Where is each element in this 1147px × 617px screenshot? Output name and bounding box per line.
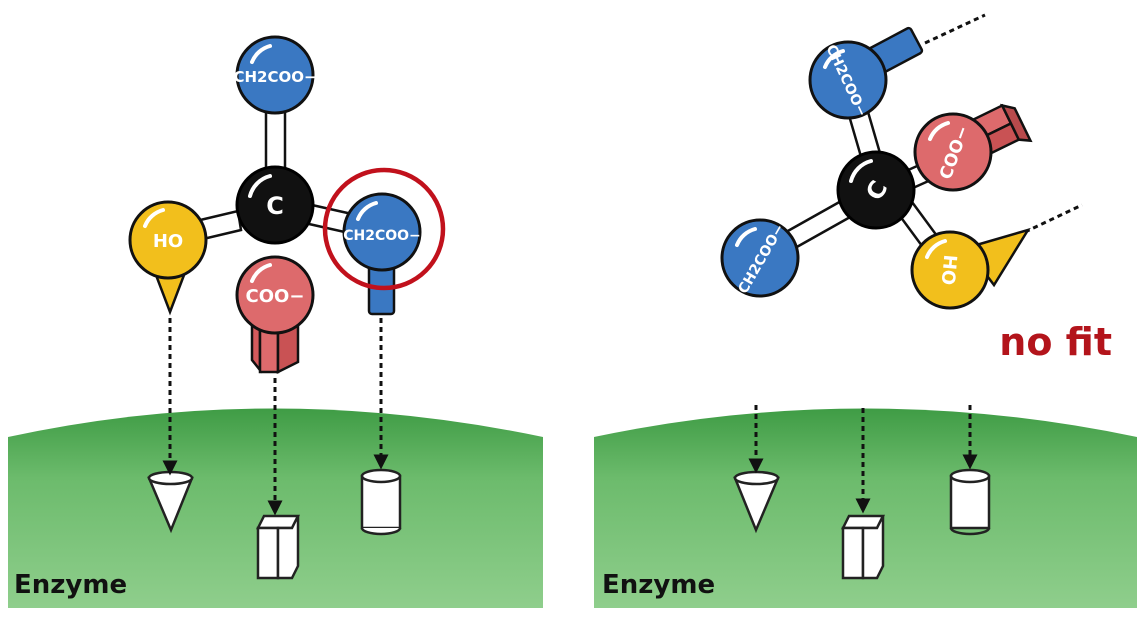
cylinder-site (949, 468, 991, 536)
center-carbon: C (235, 165, 315, 245)
right-panel: Enzyme (594, 13, 1137, 608)
prism-site (255, 514, 301, 580)
lower-left-group: CH2COO− (720, 218, 800, 298)
svg-text:HO: HO (153, 231, 183, 252)
svg-text:CH2COO−: CH2COO− (233, 68, 316, 86)
cone-site-rim (147, 470, 194, 486)
tag-tail-upper (924, 13, 986, 45)
top-group: CH2COO− (233, 35, 317, 115)
left-panel: Enzyme (8, 35, 543, 608)
yellow-group: HO (910, 230, 990, 310)
prism-site (840, 514, 886, 580)
tag-tail-yellow (1024, 203, 1083, 234)
no-fit-label: no fit (999, 320, 1112, 364)
svg-text:HO: HO (937, 254, 961, 286)
upper-group: CH2COO− (808, 40, 888, 120)
center-carbon: C (836, 150, 916, 230)
enzyme-label: Enzyme (602, 570, 715, 600)
left-group: HO (128, 200, 208, 280)
enzyme-label: Enzyme (14, 570, 127, 600)
highlight-ring (322, 167, 446, 291)
svg-text:COO−: COO− (246, 286, 305, 307)
svg-text:CH2COO−: CH2COO− (343, 228, 421, 244)
cylinder-site (360, 468, 402, 536)
red-group: COO− (913, 112, 993, 192)
svg-text:C: C (266, 192, 284, 220)
right-group: CH2COO− (342, 192, 422, 272)
cone-site-rim (733, 470, 780, 486)
bottom-group: COO− (235, 255, 315, 335)
